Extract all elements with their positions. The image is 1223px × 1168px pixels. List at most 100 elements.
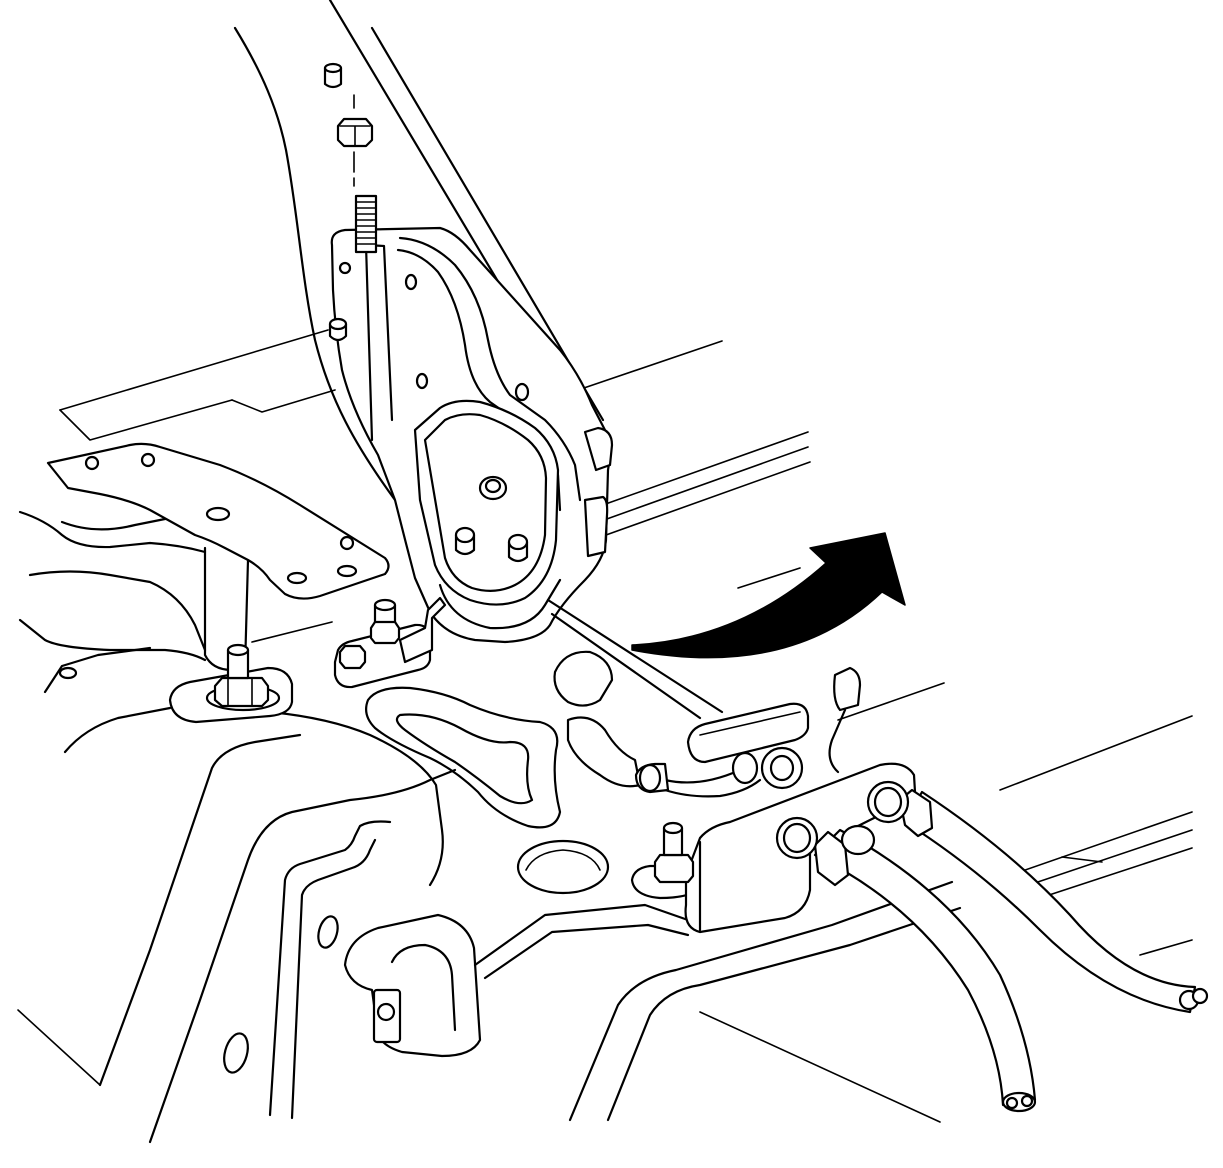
- hose-spacer: [840, 824, 876, 856]
- hose-end-bore: [1005, 1096, 1019, 1110]
- plate-hole: [84, 455, 100, 471]
- stud-cap-top: [323, 62, 343, 74]
- rod-threads: [355, 201, 377, 245]
- plate-hole: [336, 564, 358, 578]
- bracket-foot: [438, 578, 562, 630]
- bracket-pin-top: [454, 526, 476, 544]
- connector-plug-end: [638, 763, 662, 793]
- cable-clip: [333, 596, 447, 689]
- floor-access-hole: [516, 839, 610, 895]
- mounting-plate-left: [46, 442, 390, 600]
- pillar-left-edge: [233, 26, 397, 502]
- floor-panel-edge: [268, 710, 444, 887]
- threaded-rod: [354, 194, 378, 254]
- rail-step-edge: [290, 838, 377, 1120]
- connector-wire: [663, 768, 742, 784]
- clip-spring: [398, 596, 447, 664]
- motion-line: [737, 567, 801, 589]
- stud-nut-left: [168, 643, 294, 724]
- frame-top-edge: [18, 510, 207, 554]
- hex-nut-facet: [227, 677, 253, 707]
- bracket-flange-outer: [398, 236, 582, 502]
- emboss-outer: [365, 686, 562, 829]
- floor-edge-line: [231, 389, 336, 413]
- stud-cap: [323, 66, 343, 89]
- floor-panel-lines: [17, 329, 1193, 1123]
- bracket-pin-top: [328, 317, 348, 331]
- frame-hole: [58, 666, 78, 680]
- floor-rib-line: [1139, 939, 1193, 956]
- stud-top: [662, 821, 684, 835]
- electrical-connector: [634, 666, 862, 798]
- cable-line: [550, 612, 702, 720]
- bracket-hole: [338, 261, 352, 275]
- frame-edge: [63, 706, 172, 754]
- floor-rib-line: [1004, 811, 1193, 878]
- cable-line: [546, 598, 724, 714]
- frame-rail: [18, 510, 962, 1144]
- connector-wire: [663, 778, 762, 798]
- floor-edge-line: [17, 1009, 101, 1086]
- clip-stud-top: [373, 598, 397, 612]
- floor-edge-line: [59, 329, 329, 411]
- floor-rib-line: [603, 446, 809, 521]
- brake-hose-right: [840, 780, 1209, 1014]
- bracket-housing-inner: [423, 413, 548, 592]
- bracket-hole: [404, 273, 418, 291]
- hex-nut-top: [336, 117, 374, 148]
- hose-body: [903, 790, 1197, 1014]
- floor-rib-line: [605, 461, 811, 536]
- sensor-boot: [833, 666, 862, 712]
- plate-hole: [286, 571, 308, 585]
- connector-socket-bore: [769, 754, 795, 782]
- connector-housing: [686, 702, 810, 764]
- floor-lower-edge: [483, 923, 690, 980]
- plate-hole: [140, 452, 156, 468]
- frame-bend-edge: [28, 570, 207, 652]
- bracket-hole: [415, 372, 429, 390]
- rail-stamped-bracket: [343, 913, 482, 1058]
- rail-inner-edge: [148, 768, 457, 1144]
- slot-tab-hole: [376, 1002, 396, 1022]
- mounting-stud-top: [323, 62, 355, 187]
- rail-hole: [223, 1032, 249, 1074]
- floor-lower-edge: [473, 903, 690, 967]
- connector-socket: [731, 751, 759, 785]
- bracket-hole: [514, 382, 530, 402]
- hose-fitting-ring: [782, 822, 812, 854]
- stud-top: [226, 643, 250, 657]
- hex-nut: [213, 676, 270, 708]
- clip-bolt: [338, 644, 367, 670]
- floor-rib-line: [1019, 829, 1193, 889]
- connector-seam: [699, 711, 801, 736]
- floor-rib-line: [837, 682, 945, 721]
- mounting-plate: [46, 442, 390, 600]
- bracket-tab: [583, 426, 614, 472]
- floor-rib-line: [599, 431, 809, 507]
- parking-brake-cable: [546, 598, 724, 720]
- floor-edge-line: [251, 621, 333, 643]
- floor-notch-line: [1061, 856, 1103, 863]
- rail-step-edge: [268, 820, 392, 1117]
- pivot-boss-bore: [484, 478, 502, 494]
- sensor-wire: [828, 708, 847, 774]
- plate-hole: [339, 535, 355, 551]
- right-rail-inner-edge: [606, 906, 962, 1122]
- floor-rib-line: [999, 715, 1193, 791]
- connector-socket: [760, 746, 804, 790]
- bracket-tab: [583, 495, 609, 558]
- floor-emboss: [365, 650, 642, 829]
- hose-end-bore: [1020, 1094, 1034, 1108]
- hose-collar: [813, 830, 850, 887]
- hose-fitting-ring: [873, 786, 903, 818]
- hose-end: [1191, 987, 1209, 1005]
- floor-rib-line: [1039, 847, 1193, 899]
- rail-outer-edge: [98, 733, 302, 1087]
- bracket-pin-top: [507, 533, 529, 551]
- rail-hole: [317, 915, 339, 949]
- frame-bend-edge: [18, 618, 207, 662]
- direction-arrow: [631, 532, 906, 659]
- plate-hole: [205, 506, 231, 522]
- brake-hose-left: [775, 816, 1037, 1113]
